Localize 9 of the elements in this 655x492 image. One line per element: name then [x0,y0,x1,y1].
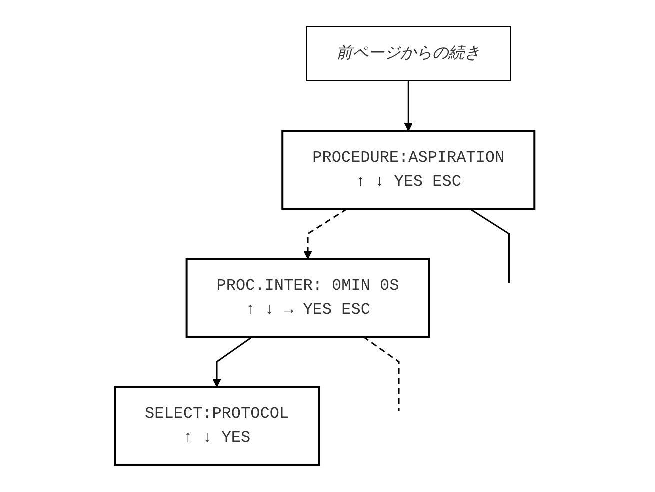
arrow [404,81,414,132]
arrow [304,208,348,260]
arrow [213,336,254,388]
connector [363,336,400,411]
node-box: PROC.INTER: 0MIN 0S ↑ ↓ → YES ESC [186,258,431,338]
node-box: 前ページからの続き [306,26,512,82]
connector [470,208,510,283]
node-box: PROCEDURE:ASPIRATION ↑ ↓ YES ESC [282,130,536,210]
node-box: SELECT:PROTOCOL ↑ ↓ YES [114,386,320,466]
